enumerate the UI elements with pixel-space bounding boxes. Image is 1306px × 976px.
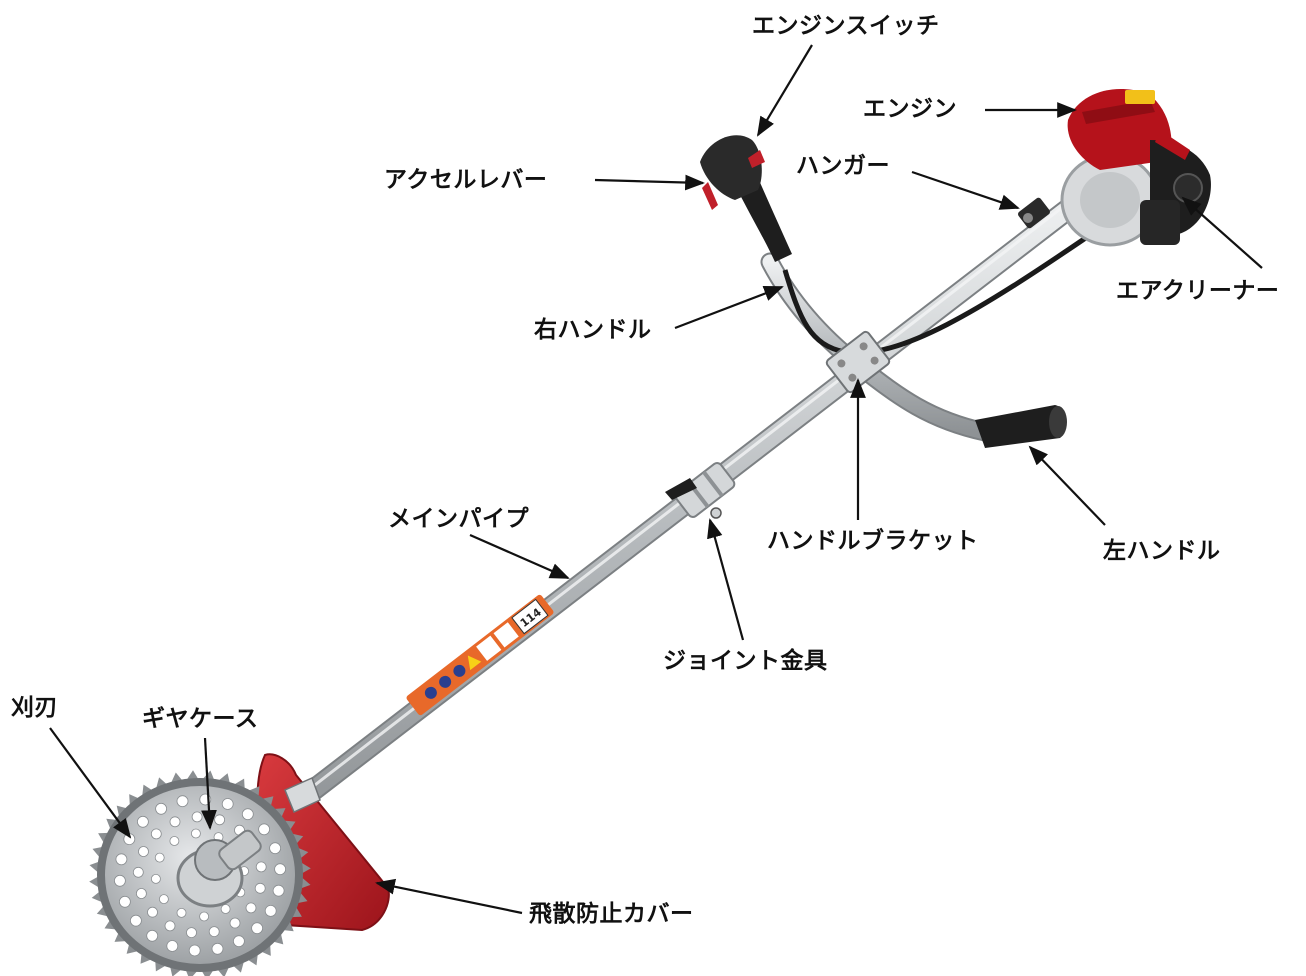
blade-hole bbox=[251, 922, 264, 935]
arrow-scatter-guard bbox=[375, 878, 523, 915]
engine-shape bbox=[1060, 88, 1211, 247]
label-gear-case: ギヤケース bbox=[142, 706, 259, 732]
label-accelerator-lever: アクセルレバー bbox=[384, 167, 548, 193]
label-cutting-blade: 刈刃 bbox=[11, 695, 58, 721]
warning-decal: 114 bbox=[406, 594, 554, 716]
blade-hole bbox=[214, 814, 226, 826]
arrow-right-handle bbox=[674, 285, 784, 330]
blade-hole bbox=[115, 853, 128, 866]
blade-hole bbox=[188, 944, 201, 957]
arrow-blade bbox=[49, 727, 132, 839]
blade-hole bbox=[232, 935, 245, 948]
arrow-main-pipe bbox=[469, 533, 570, 580]
blade-hole bbox=[164, 920, 176, 932]
label-right-handle: 右ハンドル bbox=[534, 317, 652, 343]
label-left-handle: 左ハンドル bbox=[1103, 538, 1221, 564]
arrow-hanger bbox=[911, 170, 1020, 210]
joint-bolt bbox=[710, 507, 722, 519]
blade-hole bbox=[274, 863, 287, 876]
handle-bracket-shape bbox=[825, 330, 891, 394]
left-grip-shape bbox=[975, 405, 1067, 448]
label-joint-fitting: ジョイント金具 bbox=[663, 648, 828, 674]
label-hanger: ハンガー bbox=[796, 153, 890, 179]
blade-hole bbox=[272, 884, 285, 897]
blade-hole bbox=[176, 908, 187, 918]
blade-hole bbox=[146, 929, 159, 942]
arrow-gear-case bbox=[201, 737, 217, 830]
blade-hole bbox=[119, 895, 131, 908]
main-pipe-shape bbox=[244, 189, 1091, 846]
blade-hole bbox=[211, 942, 224, 955]
blade-hole bbox=[199, 911, 210, 922]
blade-hole bbox=[136, 815, 149, 828]
blade-hole bbox=[229, 917, 241, 929]
blade-hole bbox=[138, 846, 149, 857]
blade-hole bbox=[155, 802, 168, 815]
blade-hole bbox=[135, 888, 147, 899]
blade-hole bbox=[269, 842, 282, 855]
blade-hole bbox=[176, 795, 189, 808]
blade-hole bbox=[147, 906, 158, 918]
blade-hole bbox=[264, 905, 277, 917]
blade-hole bbox=[158, 894, 169, 904]
label-air-cleaner: エアクリーナー bbox=[1116, 278, 1280, 304]
label-handle-bracket: ハンドルブラケット bbox=[767, 528, 979, 554]
blade-hole bbox=[245, 902, 257, 914]
arrow-joint-fitting bbox=[707, 518, 745, 641]
gear-case-shape bbox=[176, 829, 262, 908]
blade-hole bbox=[150, 828, 162, 840]
arrow-accelerator bbox=[594, 174, 705, 191]
arrow-air-cleaner bbox=[1181, 196, 1263, 269]
arrow-left-handle bbox=[1028, 445, 1106, 526]
blade-hole bbox=[132, 866, 144, 878]
label-scatter-guard: 飛散防止カバー bbox=[529, 901, 694, 927]
blade-hole bbox=[255, 861, 267, 873]
leader-arrows bbox=[49, 44, 1263, 915]
blade-hole bbox=[190, 828, 201, 839]
blade-hole bbox=[154, 852, 165, 863]
right-grip-shape bbox=[700, 135, 792, 262]
blade-hole bbox=[258, 823, 271, 836]
arrow-engine-switch bbox=[756, 44, 813, 137]
blade-hole bbox=[186, 927, 197, 938]
blade-hole bbox=[166, 940, 179, 952]
label-engine: エンジン bbox=[863, 96, 957, 122]
blade-hole bbox=[254, 882, 266, 894]
blade-hole bbox=[114, 874, 126, 887]
blade-hole bbox=[150, 874, 161, 884]
accelerator-lever-shape bbox=[702, 182, 718, 210]
blade-hole bbox=[208, 926, 220, 937]
blade-hole bbox=[169, 836, 180, 846]
blade-hole bbox=[221, 798, 234, 810]
blade-hole bbox=[191, 811, 203, 823]
label-main-pipe: メインパイプ bbox=[388, 506, 529, 532]
blade-hole bbox=[220, 904, 231, 914]
blade-hole bbox=[129, 914, 142, 927]
blade-hole bbox=[169, 816, 181, 828]
label-engine-switch: エンジンスイッチ bbox=[752, 13, 940, 39]
joint-clamp-knob bbox=[665, 478, 697, 500]
hanger-shape bbox=[1018, 197, 1050, 229]
engine-switch-shape bbox=[748, 150, 765, 168]
blade-hole bbox=[241, 808, 254, 821]
